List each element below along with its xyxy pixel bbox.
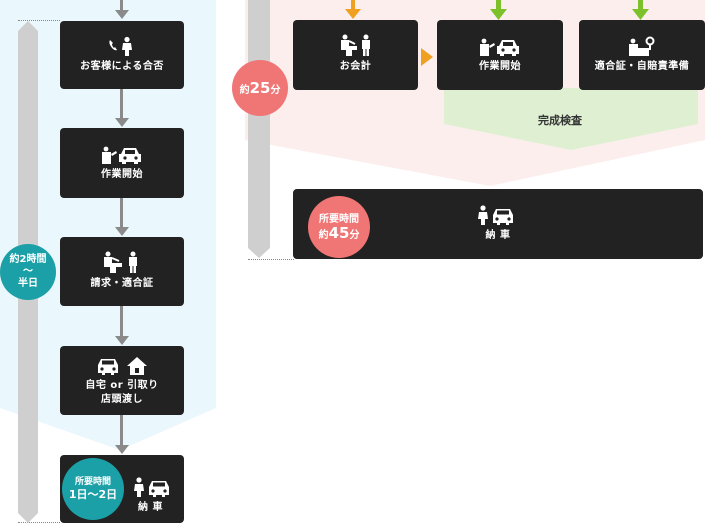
left-duration-line3: 半日	[18, 278, 38, 289]
left-start-dotted-line	[18, 20, 60, 21]
right-required-time-prefix: 約	[318, 229, 329, 241]
left-step-label: 作業開始	[101, 169, 143, 180]
phone-person-icon	[109, 36, 132, 56]
worker-key-icon	[629, 36, 655, 56]
left-step-label: お客様による合否	[80, 61, 164, 72]
left-step-work-start: 作業開始	[60, 128, 184, 198]
right-duration-prefix: 約	[239, 85, 250, 96]
left-step-customer-approval: お客様による合否	[60, 21, 184, 89]
right-arrow-icon	[421, 48, 433, 66]
right-end-dotted-line	[248, 259, 294, 260]
left-duration-badge: 約2時間 〜 半日	[0, 244, 56, 300]
inspection-label: 完成検査	[538, 114, 582, 127]
left-duration-line2: 〜	[23, 266, 33, 277]
right-required-time-label: 所要時間	[319, 213, 359, 225]
left-step-label: 請求・適合証	[90, 277, 154, 289]
right-required-time-value: 45	[328, 223, 350, 242]
mechanic-car-icon	[102, 146, 141, 164]
left-duration-line1: 約2時間	[9, 254, 47, 265]
right-step-payment: お会計	[293, 20, 418, 90]
home-icon	[127, 356, 147, 375]
mechanic-car-icon	[480, 38, 519, 56]
right-timeline-bar	[248, 0, 270, 258]
right-final-label: 納 車	[485, 230, 511, 241]
right-step-label: 作業開始	[479, 61, 521, 72]
person-car-icon	[134, 477, 169, 497]
counter-people-icon	[104, 251, 137, 273]
right-duration-value: 25	[249, 79, 271, 97]
left-step-billing-certificate: 請求・適合証	[60, 237, 184, 306]
left-required-time-value: 1日〜2日	[68, 487, 118, 501]
right-required-time-badge: 所要時間 約 45 分	[308, 196, 370, 258]
right-required-time-unit: 分	[349, 229, 360, 241]
person-car-icon	[478, 205, 513, 225]
left-required-time-label: 所要時間	[74, 476, 111, 487]
right-incoming-arrows	[345, 0, 649, 20]
left-required-time-badge: 所要時間 1日〜2日	[62, 458, 124, 520]
left-step-delivery-method: 自宅 or 引取り 店頭渡し	[60, 346, 184, 415]
right-duration-unit: 分	[270, 85, 281, 96]
left-end-dotted-line	[18, 522, 60, 523]
right-step-work-start: 作業開始	[437, 20, 563, 90]
left-final-label: 納 車	[138, 502, 163, 513]
inspection-funnel	[444, 88, 698, 150]
right-step-certificate-insurance: 適合証・自賠責準備	[579, 20, 705, 90]
left-connectors	[115, 0, 129, 454]
counter-people-icon	[340, 34, 370, 56]
right-duration-badge: 約 25 分	[232, 60, 288, 116]
right-step-label: お会計	[339, 61, 372, 72]
left-flow-background	[0, 0, 216, 450]
left-step-label-line1: 自宅 or 引取り	[85, 379, 159, 391]
car-icon	[98, 358, 118, 375]
left-step-label-line2: 店頭渡し	[101, 393, 143, 405]
right-step-label: 適合証・自賠責準備	[594, 61, 690, 72]
